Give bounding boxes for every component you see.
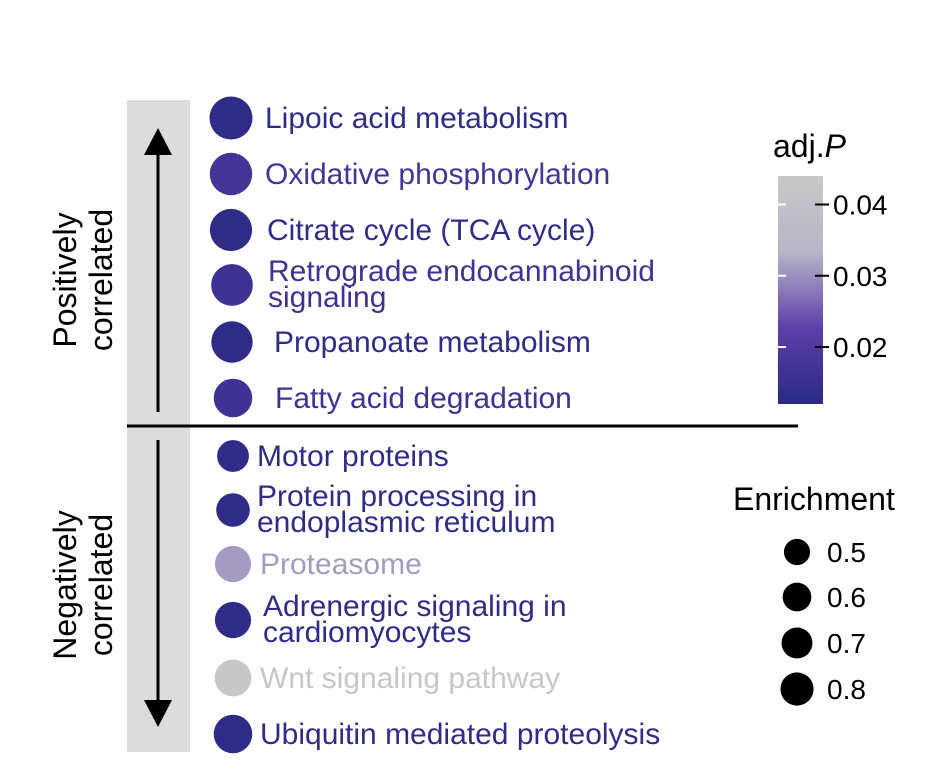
term-dot [213,714,253,754]
term-label-line: signaling [268,281,386,314]
term-dot [214,601,252,639]
term-label-line: Fatty acid degradation [275,382,572,415]
term-label-line: Oxidative phosphorylation [265,158,610,191]
size-legend-label: 0.8 [827,674,866,705]
term-label: Fatty acid degradation [275,382,572,415]
term-dot [216,493,250,527]
term-label: Motor proteins [257,440,449,473]
term-label-line: Protein processing in [257,480,537,513]
term-label: Wnt signaling pathway [260,662,560,695]
term-dot [217,440,249,472]
term-label-line: Ubiquitin mediated proteolysis [260,718,660,751]
term-dot [209,152,253,196]
size-legend-label: 0.6 [827,582,866,613]
term-label-line: Lipoic acid metabolism [265,102,568,135]
term-dot [209,96,253,140]
colorbar [778,176,823,404]
size-legend-label: 0.7 [827,628,866,659]
term-label: Oxidative phosphorylation [265,158,610,191]
group-label-line: Negatively [47,510,83,659]
group-label-positive: Positivelycorrelated [47,209,119,351]
term-label: Lipoic acid metabolism [265,102,568,135]
size-legend-dot [781,627,813,659]
group-label-line: correlated [83,514,119,656]
term-dot [211,321,253,363]
color-legend-title: adj.P [773,128,847,164]
colorbar-tick-label: 0.04 [833,190,888,221]
term-label: Proteasome [260,548,422,581]
term-label-line: Propanoate metabolism [274,326,591,359]
term-dot [214,545,252,583]
term-label-line: Citrate cycle (TCA cycle) [267,214,595,247]
size-legend-dot [780,672,814,706]
negative-arrow-head [144,700,172,727]
color-legend-title-main: adj. [773,128,825,164]
term-label-line: endoplasmic reticulum [257,506,555,539]
colorbar-tick-label: 0.02 [833,332,888,363]
term-dot [211,264,253,306]
term-dot [213,378,253,418]
size-legend-dot [783,538,811,566]
term-label-line: cardiomyocytes [263,616,471,649]
term-label-line: Retrograde endocannabinoid [268,255,655,288]
size-legend-label: 0.5 [827,537,866,568]
term-label: Ubiquitin mediated proteolysis [260,718,660,751]
term-label-line: Adrenergic signaling in [263,590,567,623]
term-label-line: Wnt signaling pathway [260,662,560,695]
size-legend-title: Enrichment [733,481,895,517]
group-label-line: correlated [83,209,119,351]
term-label-line: Proteasome [260,548,422,581]
group-label-line: Positively [47,212,83,347]
size-legend-dot [782,582,812,612]
term-dot [214,659,252,697]
colorbar-tick-label: 0.03 [833,261,888,292]
color-legend-title-italic: P [825,128,847,164]
term-label-line: Motor proteins [257,440,449,473]
term-label: Propanoate metabolism [274,326,591,359]
positive-arrow-head [144,128,172,155]
term-dot [209,208,253,252]
term-label: Citrate cycle (TCA cycle) [267,214,595,247]
group-label-negative: Negativelycorrelated [47,510,119,659]
